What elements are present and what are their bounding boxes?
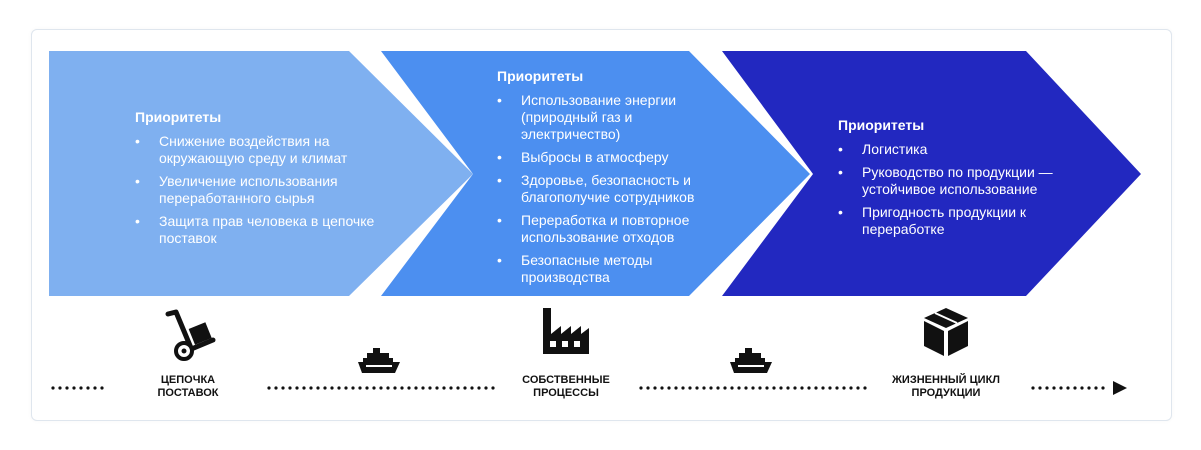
list-item: Увеличение использования переработанного…	[135, 173, 375, 207]
list-item: Защита прав человека в цепочке поставок	[135, 213, 375, 247]
list-item: Логистика	[838, 141, 1068, 158]
stage-panel-product-lifecycle: Приоритеты Логистика Руководство по прод…	[838, 117, 1068, 244]
list-item: Здоровье, безопасность и благополучие со…	[497, 172, 707, 206]
dotted-connector	[51, 386, 110, 390]
ship-icon	[730, 348, 772, 373]
priority-list: Логистика Руководство по продукции — уст…	[838, 141, 1068, 238]
priority-list: Использование энергии (природный газ и э…	[497, 92, 707, 286]
list-item: Безопасные методы производства	[497, 252, 707, 286]
stage-panel-supply-chain: Приоритеты Снижение воздействия на окруж…	[135, 109, 375, 253]
arrowhead-icon	[1113, 381, 1127, 395]
dotted-connector	[639, 386, 871, 390]
stage-panel-own-processes: Приоритеты Использование энергии (природ…	[497, 68, 707, 292]
ship-icon	[358, 348, 400, 373]
stage-label-product-lifecycle: Жизненный цикл продукции	[891, 374, 1000, 399]
stage-label-own-processes: Собственные процессы	[522, 374, 610, 399]
priority-list: Снижение воздействия на окружающую среду…	[135, 133, 375, 247]
dotted-connector	[267, 386, 497, 390]
list-item: Переработка и повторное использование от…	[497, 212, 707, 246]
factory-icon	[543, 308, 589, 354]
dotted-arrow-connector	[1031, 381, 1127, 395]
list-item: Использование энергии (природный газ и э…	[497, 92, 707, 143]
list-item: Пригодность продукции к переработке	[838, 204, 1068, 238]
box-icon	[924, 308, 968, 356]
hand-truck-icon	[165, 309, 216, 361]
list-item: Выбросы в атмосферу	[497, 149, 707, 166]
list-item: Руководство по продукции — устойчивое ис…	[838, 164, 1068, 198]
stage-heading: Приоритеты	[135, 109, 222, 125]
stage-heading: Приоритеты	[497, 68, 584, 84]
stage-label-supply-chain: Цепочка поставок	[157, 374, 219, 399]
stage-heading: Приоритеты	[838, 117, 925, 133]
list-item: Снижение воздействия на окружающую среду…	[135, 133, 375, 167]
